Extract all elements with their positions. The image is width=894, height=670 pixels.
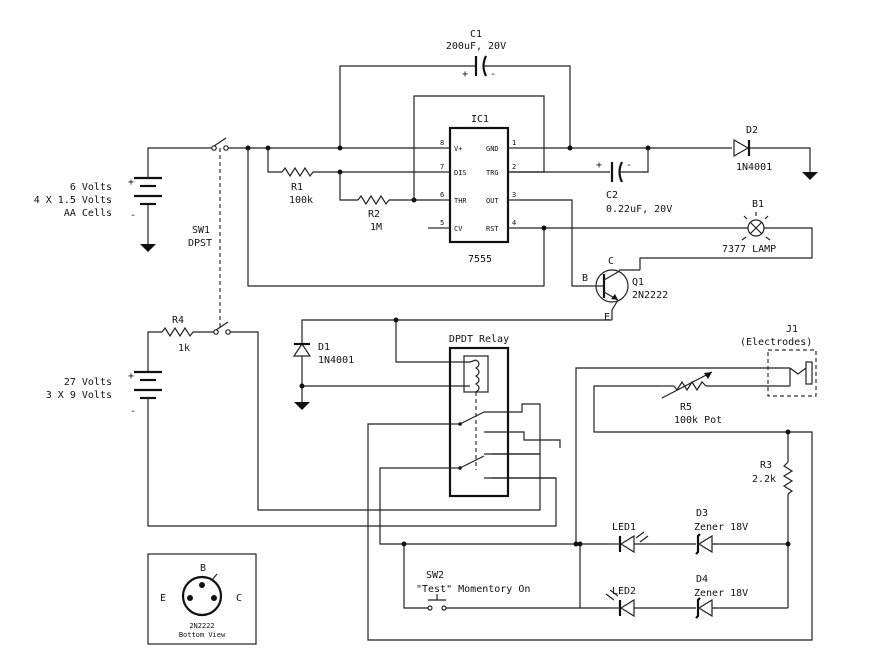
zener-d4: D4 Zener 18V <box>694 574 788 619</box>
d3-part: Zener 18V <box>694 522 748 533</box>
transistor-q1: B C E Q1 2N2222 <box>582 256 668 323</box>
c1-plus: + <box>462 69 468 80</box>
b1-part: 7377 LAMP <box>722 244 776 255</box>
capacitor-c1: C1 200uF, 20V + - <box>339 29 571 148</box>
b1-name: B1 <box>752 199 764 210</box>
inset-part: 2N2222 <box>189 622 214 630</box>
inset-view: Bottom View <box>179 631 226 639</box>
ic-7555: IC1 7555 8 7 6 5 V+ DIS THR CV 1 2 3 4 G… <box>440 114 520 265</box>
inset-e: E <box>160 593 166 604</box>
battery2-cells: 3 X 9 Volts <box>46 390 112 401</box>
q1-b: B <box>582 273 588 284</box>
r4-value: 1k <box>178 343 190 354</box>
ic1-pin4-num: 4 <box>512 219 516 227</box>
j1-desc: (Electrodes) <box>740 337 812 348</box>
ic1-pin6-label: THR <box>454 197 467 205</box>
sw2-name: SW2 <box>426 570 444 581</box>
ic1-part: 7555 <box>468 254 492 265</box>
battery2-voltage: 27 Volts <box>64 377 112 388</box>
r5-value: 100k Pot <box>674 415 722 426</box>
d4-name: D4 <box>696 574 708 585</box>
c2-name: C2 <box>606 190 618 201</box>
d1-name: D1 <box>318 342 330 353</box>
capacitor-c2: + - C2 0.22uF, 20V <box>520 148 672 215</box>
d3-name: D3 <box>696 508 708 519</box>
relay-dpdt: DPDT Relay <box>449 334 509 498</box>
battery-6v: + - 6 Volts 4 X 1.5 Volts AA Cells <box>34 147 212 252</box>
r1-name: R1 <box>291 182 303 193</box>
ic1-pin8-label: V+ <box>454 145 462 153</box>
battery1-voltage: 6 Volts <box>70 182 112 193</box>
resistor-r1: R1 100k <box>267 148 440 206</box>
d2-part: 1N4001 <box>736 162 772 173</box>
r1-value: 100k <box>289 195 313 206</box>
c2-minus: - <box>626 160 632 171</box>
ic1-pin1-label: GND <box>486 145 499 153</box>
ic1-pin7-label: DIS <box>454 169 467 177</box>
ic1-pin8-num: 8 <box>440 139 444 147</box>
led2-name: LED2 <box>612 586 636 597</box>
r2-value: 1M <box>370 222 382 233</box>
ic1-pin2-label: TRG <box>486 169 499 177</box>
ic1-pin7-num: 7 <box>440 163 444 171</box>
diode-d2: D2 1N4001 <box>733 125 818 180</box>
lamp-b1: B1 7377 LAMP <box>520 199 813 270</box>
d1-part: 1N4001 <box>318 355 354 366</box>
transistor-pinout-inset: B E C 2N2222 Bottom View <box>147 553 257 645</box>
c1-minus: - <box>490 69 496 80</box>
q1-c: C <box>608 256 614 267</box>
jack-j1: J1 (Electrodes) <box>740 324 817 397</box>
r2-name: R2 <box>368 209 380 220</box>
led-1: LED1 <box>610 522 696 554</box>
potentiometer-r5: R5 100k Pot <box>593 371 788 433</box>
r5-name: R5 <box>680 402 692 413</box>
resistor-r2: R2 1M <box>339 172 440 233</box>
inset-c: C <box>236 593 242 604</box>
sw1-name: SW1 <box>192 225 210 236</box>
ic1-pin5-label: CV <box>454 225 463 233</box>
q1-e: E <box>604 312 610 323</box>
c1-name: C1 <box>470 29 482 40</box>
switch-sw2: SW2 "Test" Momentory On <box>403 544 580 611</box>
zener-d3: D3 Zener 18V <box>694 508 788 555</box>
battery1-plus: + <box>128 177 134 188</box>
battery1-minus: - <box>130 210 136 221</box>
q1-part: 2N2222 <box>632 290 668 301</box>
led-2: LED2 <box>605 586 696 618</box>
ic1-pin3-num: 3 <box>512 191 516 199</box>
r3-name: R3 <box>760 460 772 471</box>
c2-plus: + <box>596 160 602 171</box>
d2-name: D2 <box>746 125 758 136</box>
c1-value: 200uF, 20V <box>446 41 506 52</box>
ic1-pin6-num: 6 <box>440 191 444 199</box>
resistor-r3: R3 2.2k <box>752 429 794 608</box>
ic1-pin2-num: 2 <box>512 163 516 171</box>
ic1-name: IC1 <box>471 114 489 125</box>
battery1-cells: 4 X 1.5 Volts <box>34 195 112 206</box>
j1-name: J1 <box>786 324 798 335</box>
r4-name: R4 <box>172 315 184 326</box>
ic1-pin4-label: RST <box>486 225 499 233</box>
switch-sw1: SW1 DPST <box>188 137 248 330</box>
battery1-type: AA Cells <box>64 208 112 219</box>
inset-b: B <box>200 563 206 574</box>
ic1-pin3-label: OUT <box>486 197 499 205</box>
led1-name: LED1 <box>612 522 636 533</box>
q1-name: Q1 <box>632 277 644 288</box>
ic1-pin5-num: 5 <box>440 219 444 227</box>
c2-value: 0.22uF, 20V <box>606 204 672 215</box>
battery2-plus: + <box>128 371 134 382</box>
r3-value: 2.2k <box>752 474 776 485</box>
relay-label: DPDT Relay <box>449 334 509 345</box>
sw1-type: DPST <box>188 238 212 249</box>
battery2-minus: - <box>130 406 136 417</box>
ic1-pin1-num: 1 <box>512 139 516 147</box>
d4-part: Zener 18V <box>694 588 748 599</box>
sw2-desc: "Test" Momentory On <box>416 584 530 595</box>
diode-d1: D1 1N4001 <box>292 319 470 410</box>
